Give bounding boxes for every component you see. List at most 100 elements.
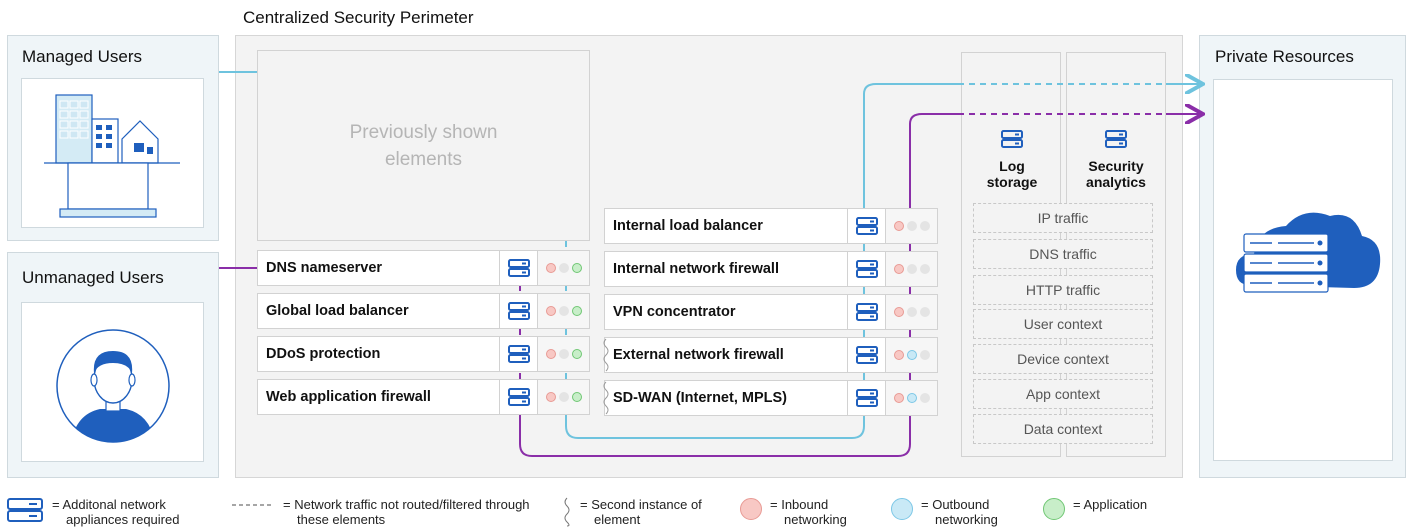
service-label: Internal network firewall (613, 261, 779, 277)
inbound-dot (545, 306, 556, 316)
service-label: Internal load balancer (613, 218, 763, 234)
inbound-dot (893, 393, 904, 403)
legend-appliances: = Additonal network appliances required (52, 497, 180, 527)
outbound-route (565, 83, 958, 439)
service-label: Web application firewall (266, 389, 431, 405)
legend-inbound-dot (740, 498, 762, 520)
legend-outbound: = Outbound networking (921, 497, 998, 527)
inbound-dot (545, 392, 556, 402)
traffic-item: Data context (973, 414, 1153, 444)
managed-users-box (21, 78, 204, 228)
outbound-dot (906, 350, 917, 360)
perimeter-title: Centralized Security Perimeter (243, 8, 474, 27)
inbound-dot (893, 221, 904, 231)
traffic-item: DNS traffic (973, 239, 1153, 269)
private-resources-box (1213, 79, 1393, 461)
status-dots (537, 380, 589, 414)
status-dots (885, 209, 937, 243)
appliance-icon (499, 380, 537, 414)
inbound-dot (893, 264, 904, 274)
traffic-item: App context (973, 379, 1153, 409)
service-row-external-fw: External network firewall (604, 337, 938, 373)
appliance-icon (847, 338, 885, 372)
status-dots (885, 338, 937, 372)
inactive-dot (919, 393, 930, 403)
legend-application: = Application (1073, 497, 1148, 512)
second-instance-marker (603, 338, 609, 415)
managed-users-title: Managed Users (22, 47, 143, 66)
log-storage-title: Log storage (986, 158, 1038, 190)
buildings-laptop-icon (44, 94, 180, 218)
application-dot (571, 306, 582, 316)
legend-application-dot (1043, 498, 1065, 520)
inactive-dot (558, 392, 569, 402)
security-analytics-icon (1105, 130, 1127, 148)
service-label: DDoS protection (266, 346, 381, 362)
unmanaged-users-box (21, 302, 204, 462)
outbound-dot (906, 393, 917, 403)
traffic-item: IP traffic (973, 203, 1153, 233)
traffic-item: Device context (973, 344, 1153, 374)
appliance-icon (847, 295, 885, 329)
status-dots (885, 381, 937, 415)
inactive-dot (558, 349, 569, 359)
legend-second-instance: = Second instance of element (580, 497, 702, 527)
previously-shown-elements: Previously shown elements (257, 50, 590, 241)
service-row-internal-fw: Internal network firewall (604, 251, 938, 287)
appliance-icon (499, 251, 537, 285)
application-route (519, 113, 958, 457)
service-row-sdwan: SD-WAN (Internet, MPLS) (604, 380, 938, 416)
service-row-ddos: DDoS protection (257, 336, 590, 372)
status-dots (885, 295, 937, 329)
inactive-dot (906, 221, 917, 231)
service-label: DNS nameserver (266, 260, 383, 276)
traffic-item: HTTP traffic (973, 275, 1153, 305)
inactive-dot (919, 350, 930, 360)
inbound-dot (545, 349, 556, 359)
legend-outbound-dot (891, 498, 913, 520)
status-dots (885, 252, 937, 286)
appliance-icon (847, 252, 885, 286)
inbound-dot (545, 263, 556, 273)
application-dot (571, 263, 582, 273)
application-dot (571, 349, 582, 359)
service-label: External network firewall (613, 347, 784, 363)
inbound-dot (893, 307, 904, 317)
service-label: SD-WAN (Internet, MPLS) (613, 390, 787, 406)
status-dots (537, 251, 589, 285)
unmanaged-users-title: Unmanaged Users (22, 268, 164, 287)
cloud-servers-icon (1236, 212, 1381, 293)
legend-dashed-line (232, 504, 274, 506)
inactive-dot (558, 306, 569, 316)
service-label: Global load balancer (266, 303, 409, 319)
private-resources-title: Private Resources (1215, 47, 1354, 66)
log-storage-icon (1001, 130, 1023, 148)
inactive-dot (906, 307, 917, 317)
user-avatar-icon (56, 329, 170, 443)
service-row-vpn: VPN concentrator (604, 294, 938, 330)
inactive-dot (919, 307, 930, 317)
appliance-icon (499, 294, 537, 328)
legend-appliance-icon (7, 498, 43, 522)
inactive-dot (919, 264, 930, 274)
status-dots (537, 337, 589, 371)
inbound-dot (893, 350, 904, 360)
appliance-icon (847, 209, 885, 243)
legend-not-routed: = Network traffic not routed/filtered th… (283, 497, 530, 527)
traffic-item: User context (973, 309, 1153, 339)
service-row-global-lb: Global load balancer (257, 293, 590, 329)
service-label: VPN concentrator (613, 304, 736, 320)
service-row-waf: Web application firewall (257, 379, 590, 415)
inactive-dot (919, 221, 930, 231)
security-analytics-title: Security analytics (1086, 158, 1146, 190)
inactive-dot (558, 263, 569, 273)
service-row-dns: DNS nameserver (257, 250, 590, 286)
inactive-dot (906, 264, 917, 274)
status-dots (537, 294, 589, 328)
appliance-icon (499, 337, 537, 371)
application-dot (571, 392, 582, 402)
appliance-icon (847, 381, 885, 415)
legend-inbound: = Inbound networking (770, 497, 847, 527)
service-row-internal-lb: Internal load balancer (604, 208, 938, 244)
legend-squiggle-icon (564, 497, 570, 527)
